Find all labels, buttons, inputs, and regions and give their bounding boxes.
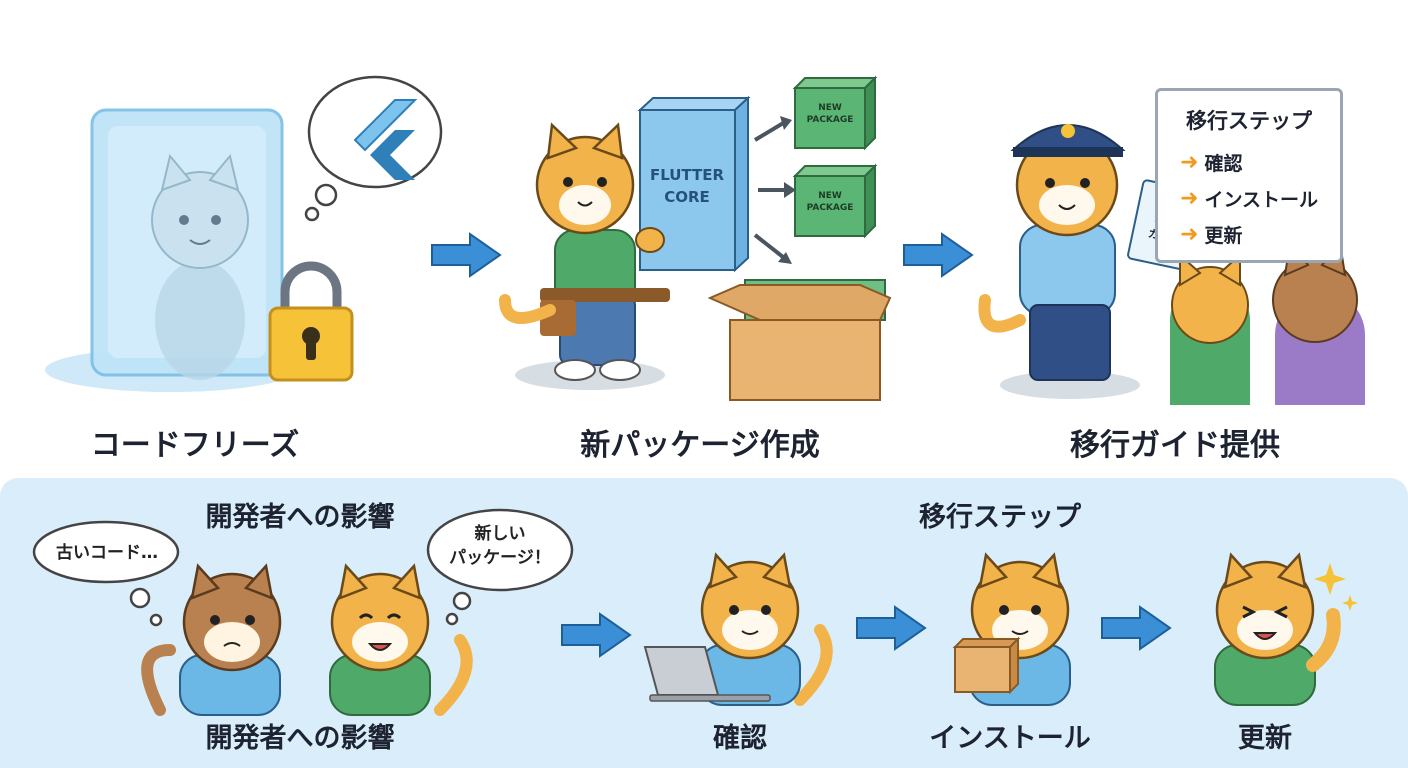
speech-bubble-old [32,520,180,627]
migration-steps-title: 移行ステップ [919,502,1081,533]
board-item-update: ➜ 更新 [1180,222,1243,247]
impact-title: 開発者への影響 [205,502,395,533]
board-title: 移行ステップ [1186,109,1312,133]
impact-caption: 開発者への影響 [205,723,395,754]
speech-bubble-new [426,508,574,626]
thought-bubble-flutter-icon [304,75,443,222]
board-item-install: ➜ インストール [1180,186,1319,211]
step-install-illustration [952,552,1071,706]
board-item-check: ➜ 確認 [1180,150,1243,175]
package-box-icon [952,636,1021,695]
step-label-code-freeze: コードフリーズ [90,428,300,463]
migration-steps-board: 移行ステップ ➜ 確認 ➜ インストール ➜ 更新 [1155,88,1343,263]
cardboard-box [707,279,892,401]
step-check-illustration [643,552,833,706]
package-label-1-line1: NEW [818,103,842,113]
bubble-new-line1: 新しい [474,524,526,544]
arrow-right-icon [431,232,502,278]
package-label-2-line2: PACKAGE [807,203,854,213]
package-label-1-line2: PACKAGE [807,115,854,125]
step-label-new-package: 新パッケージ作成 [580,428,820,463]
developer-cats-illustration [141,563,473,716]
step-label-update: 更新 [1238,723,1292,754]
sparkle-icon [1314,563,1358,611]
package-label-2-line1: NEW [818,191,842,201]
package-box-1 [792,75,878,151]
arrow-right-icon [561,612,632,658]
package-builder-illustration: FLUTTER CORE NEW PACKAGE NEW PACKAGE [499,75,892,401]
bubble-old-text: 古いコード… [56,543,158,563]
step-label-migration-guide: 移行ガイド提供 [1070,428,1280,463]
arrow-right-icon [903,232,974,278]
step-update-illustration [1214,552,1358,706]
laptop-icon [643,646,771,702]
arrow-right-icon [1101,605,1172,651]
package-box-2 [792,163,878,239]
padlock-icon [268,261,354,382]
flutter-core-line2: CORE [664,188,710,206]
step-label-check: 確認 [713,723,767,754]
orange-arrow-icon: ➜ [1180,150,1199,175]
orange-arrow-icon: ➜ [1180,222,1199,247]
arrow-right-icon [856,605,927,651]
bubble-new-line2: パッケージ！ [449,548,551,568]
step-label-install: インストール [929,723,1091,754]
frozen-cat-illustration [45,108,354,392]
flutter-core-line1: FLUTTER [650,166,725,184]
orange-arrow-icon: ➜ [1180,186,1199,211]
